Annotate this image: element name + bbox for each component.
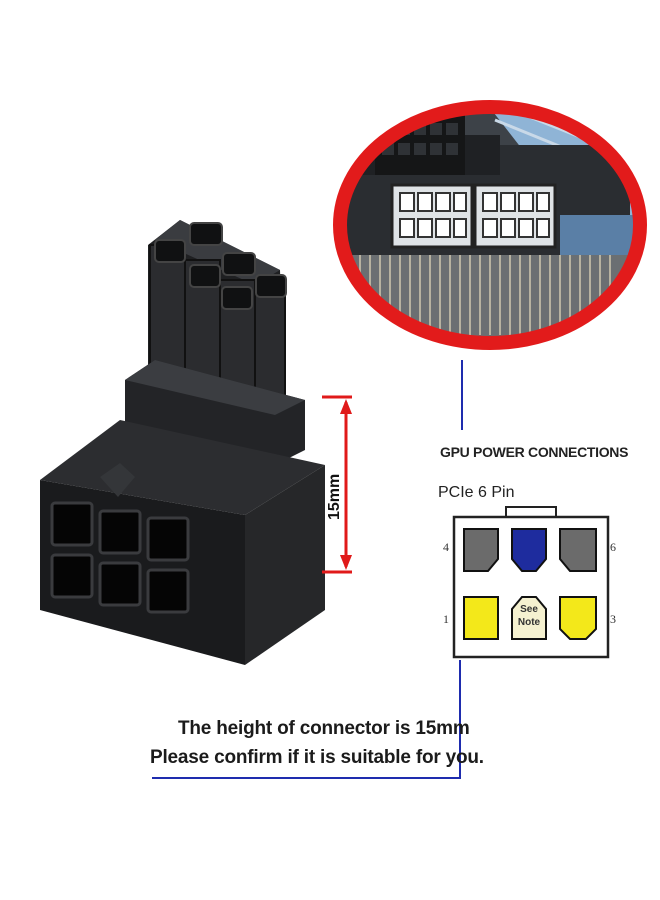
pcie-pinout-diagram: See Note	[452, 506, 610, 659]
callout-ring	[333, 100, 647, 350]
pin-3	[559, 596, 597, 640]
see-note-text: See	[520, 604, 538, 615]
right-angle-connector-photo	[40, 220, 325, 665]
gpu-socket-left	[390, 183, 474, 249]
caption-line-1: The height of connector is 15mm	[178, 718, 470, 739]
pin-4	[463, 528, 499, 572]
pin-number-1: 1	[443, 612, 449, 626]
diagram-title: GPU POWER CONNECTIONS	[440, 444, 629, 460]
gpu-closeup-photo	[333, 100, 647, 350]
caption-line-2: Please confirm if it is suitable for you…	[150, 747, 484, 768]
pin-number-6: 6	[610, 540, 616, 554]
dimension-label: 15mm	[326, 473, 343, 520]
gpu-socket-right	[473, 183, 557, 249]
pin-1	[463, 596, 499, 640]
pin-5	[511, 528, 547, 572]
see-note-text: Note	[518, 617, 541, 628]
dimension-arrow	[322, 395, 352, 574]
pin-6	[559, 528, 597, 572]
pin-2	[511, 596, 547, 640]
pin-number-3: 3	[610, 612, 616, 626]
diagram-subtitle: PCIe 6 Pin	[438, 484, 515, 501]
pin-number-4: 4	[443, 540, 449, 554]
